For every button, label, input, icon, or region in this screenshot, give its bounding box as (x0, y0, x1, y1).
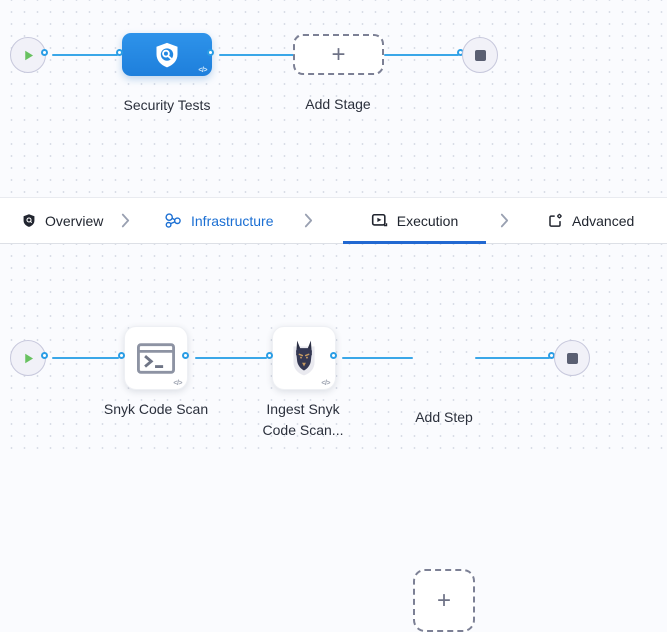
step-node-snyk-code-scan[interactable]: </> (124, 326, 188, 390)
tab-infrastructure[interactable]: Infrastructure (164, 198, 273, 243)
tab-execution-label: Execution (396, 212, 459, 229)
tab-separator (304, 198, 313, 243)
tab-overview-label: Overview (45, 212, 104, 229)
infrastructure-nodes-icon (165, 213, 181, 228)
step2-label: Ingest Snyk Code Scan... (263, 399, 344, 441)
tab-advanced[interactable]: Advanced (547, 198, 634, 243)
step2-label-line1: Ingest Snyk (266, 401, 340, 417)
step-graph-canvas: </> </> + Snyk Code Sc (0, 244, 667, 632)
stage-in-port[interactable] (116, 49, 123, 56)
edge-stage-to-addstage (219, 54, 294, 56)
stage-config-tab-bar: Overview Infrastructure (0, 197, 667, 244)
step1-in-port[interactable] (118, 352, 125, 359)
overview-shield-icon (23, 214, 35, 227)
execution-play-icon (371, 213, 387, 227)
step1-label: Snyk Code Scan (103, 401, 209, 417)
edge-start-to-step1 (52, 357, 119, 359)
plus-icon: + (436, 586, 451, 614)
step-template-code-icon: </> (173, 380, 182, 387)
stage-label: Security Tests (123, 97, 211, 113)
execution-start-node[interactable] (10, 340, 46, 376)
chevron-right-icon (304, 213, 313, 228)
add-stage-label: Add Stage (305, 96, 371, 112)
play-icon (24, 353, 33, 363)
edge-step1-to-step2 (195, 357, 267, 359)
edge-step2-to-addstep (342, 357, 413, 359)
pipeline-start-node[interactable] (10, 37, 46, 73)
step1-out-port[interactable] (182, 352, 189, 359)
start-node-out-port[interactable] (41, 352, 48, 359)
chevron-right-icon (500, 213, 509, 228)
stage-template-code-icon: </> (198, 67, 207, 74)
step2-in-port[interactable] (266, 352, 273, 359)
add-step-button[interactable]: + (413, 569, 475, 632)
tab-advanced-label: Advanced (572, 212, 635, 229)
pipeline-end-node[interactable] (462, 37, 498, 73)
security-shield-scan-icon (156, 42, 178, 67)
stage-out-port[interactable] (207, 49, 214, 56)
tab-execution[interactable]: Execution (343, 198, 486, 244)
stop-icon (566, 352, 578, 364)
execution-end-node[interactable] (554, 340, 590, 376)
snyk-doberman-icon (293, 340, 315, 376)
edge-addstage-to-end (384, 54, 459, 56)
play-icon (24, 50, 33, 60)
tab-separator (500, 198, 509, 243)
active-tab-underline (343, 241, 486, 244)
plus-icon: + (331, 40, 346, 68)
chevron-right-icon (121, 213, 130, 228)
stage-node-security-tests[interactable]: </> (122, 33, 212, 76)
terminal-icon (137, 342, 175, 374)
add-stage-button[interactable]: + (293, 34, 384, 75)
step2-label-line2: Code Scan... (262, 422, 344, 438)
add-step-label: Add Step (415, 409, 473, 425)
step-node-ingest-snyk[interactable]: </> (272, 326, 336, 390)
tab-infrastructure-label: Infrastructure (191, 212, 274, 229)
step2-out-port[interactable] (330, 352, 337, 359)
stage-graph-canvas: </> + Security Tests Add Stage (0, 0, 667, 197)
start-node-out-port[interactable] (41, 49, 48, 56)
step-template-code-icon: </> (321, 380, 330, 387)
edge-start-to-stage (52, 54, 118, 56)
stop-icon (474, 49, 486, 61)
edge-addstep-to-end (475, 357, 550, 359)
tab-overview[interactable]: Overview (22, 198, 103, 243)
advanced-settings-icon (549, 213, 562, 227)
tab-separator (121, 198, 130, 243)
